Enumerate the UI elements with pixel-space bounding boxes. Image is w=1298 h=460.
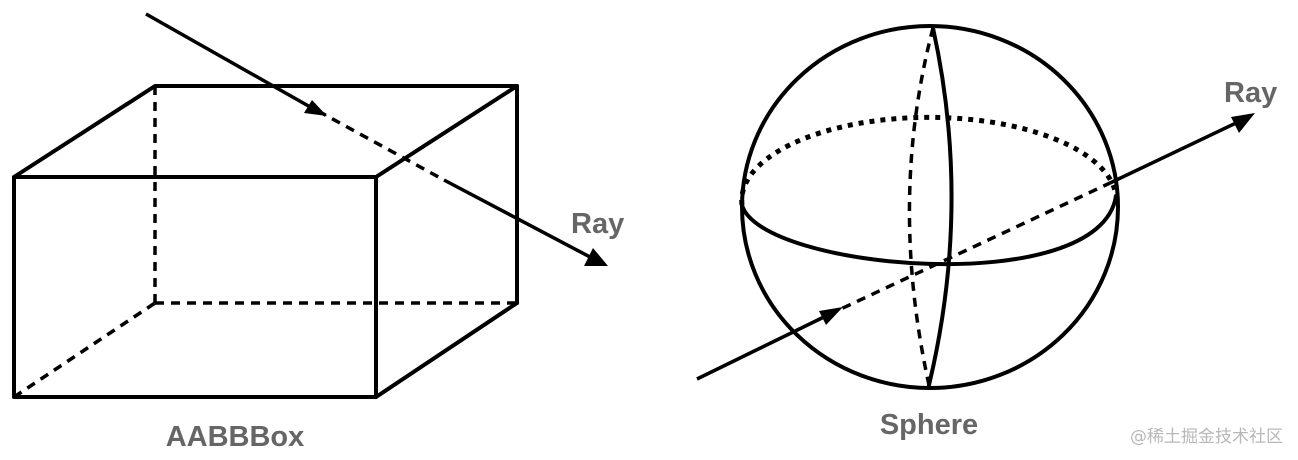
watermark-text: @稀土掘金技术社区 (1130, 427, 1283, 447)
sphere-ray-entry-segment (696, 313, 829, 381)
box-front-face (12, 175, 378, 399)
box-ray-end-arrowhead (584, 248, 608, 266)
sphere-ray-end-arrowhead (1231, 113, 1255, 133)
sphere-equator-back-half (739, 114, 1119, 206)
box-ray-label: Ray (571, 208, 624, 240)
sphere-ray-exit-segment (1109, 121, 1237, 185)
box-ray-entry-segment (145, 12, 313, 110)
box-top-and-side-edges (12, 84, 519, 179)
sphere-equator-front-half (740, 194, 1118, 267)
sphere-ray-mid-arrowhead (819, 307, 843, 325)
sphere-name-label: Sphere (880, 409, 978, 441)
sphere-ray-label: Ray (1224, 77, 1277, 109)
box-ray-exit-segment (443, 178, 591, 259)
sphere (739, 24, 1120, 390)
sphere-meridian-front-half (927, 26, 954, 387)
box-hidden-edge-diagonal (13, 301, 156, 399)
sphere-meridian-back-half (907, 27, 935, 386)
box-ray-inside-segment (317, 109, 445, 182)
sphere-outline (740, 24, 1120, 390)
box-ray (145, 12, 608, 266)
sphere-ray (696, 113, 1255, 381)
aabb-box (12, 84, 519, 399)
sphere-ray-inside-segment (827, 181, 1111, 317)
box-bottom-right-edge (374, 301, 519, 399)
box-name-label: AABBBox (166, 421, 305, 453)
